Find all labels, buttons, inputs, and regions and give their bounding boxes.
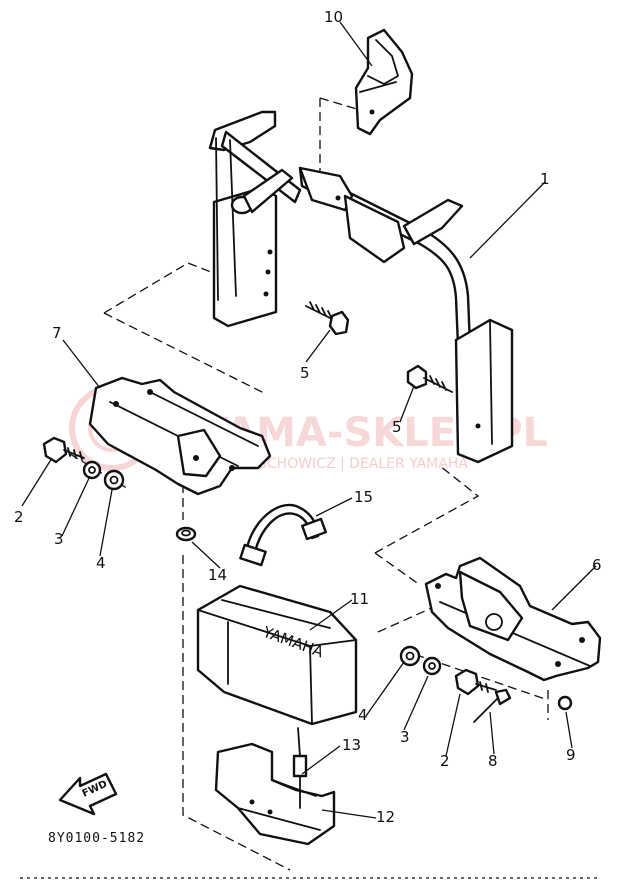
assembly-line-center-down — [182, 555, 291, 871]
callout-13: 13 — [342, 736, 361, 754]
assembly-line-bracket7-back — [103, 262, 263, 314]
fwd-arrow-icon: FWD — [58, 772, 118, 816]
part-2-bolt-left — [42, 436, 85, 464]
part-5-bolt-right — [406, 364, 453, 393]
watermark-sub-text: SCHOWICZ | DEALER YAMAHA — [258, 456, 468, 472]
part-2-bolt-right — [454, 668, 497, 696]
assembly-lines — [69, 97, 549, 871]
part-4-washer-left — [103, 469, 125, 491]
callout-14: 14 — [208, 566, 227, 584]
callout-3-right: 3 — [400, 728, 410, 746]
part-3-lockwasher-right — [422, 656, 442, 676]
callout-2-right: 2 — [440, 752, 450, 770]
callout-5-left: 5 — [300, 364, 310, 382]
callouts: 10 1 5 5 7 2 3 4 14 15 11 6 4 3 2 8 9 13… — [14, 8, 602, 826]
assembly-line-bracket7-front — [103, 312, 265, 394]
callout-15: 15 — [354, 488, 373, 506]
callout-5-right: 5 — [392, 418, 402, 436]
part-10-clip — [354, 28, 414, 136]
part-6-bracket — [424, 556, 602, 682]
callout-8: 8 — [488, 752, 498, 770]
leader-lines — [21, 21, 597, 819]
part-1-frame — [208, 110, 514, 464]
part-4-washer-right — [399, 645, 421, 667]
callout-11: 11 — [350, 590, 369, 608]
assembly-line-bracket6-mid — [374, 552, 421, 586]
callout-1: 1 — [540, 170, 550, 188]
part-8-pin — [473, 688, 512, 723]
callout-7: 7 — [52, 324, 62, 342]
part-9-nut — [557, 695, 573, 711]
callout-9: 9 — [566, 746, 576, 764]
part-11-box: YAMAHA — [196, 584, 358, 726]
callout-4-left: 4 — [96, 554, 106, 572]
part-13-stud — [292, 727, 308, 809]
callout-3-left: 3 — [54, 530, 64, 548]
callout-4-right: 4 — [358, 706, 368, 724]
part-12-tray — [214, 742, 336, 846]
callout-12: 12 — [376, 808, 395, 826]
part-14-grommet — [175, 526, 197, 542]
callout-6: 6 — [592, 556, 602, 574]
assembly-line-bracket6-back — [374, 465, 480, 554]
callout-10: 10 — [324, 8, 343, 26]
callout-2-left: 2 — [14, 508, 24, 526]
diagram-code: 8Y0100-5182 — [48, 831, 145, 846]
part-15-strap — [239, 503, 327, 567]
part-3-lockwasher-left — [82, 460, 102, 480]
part-5-bolt-left — [305, 301, 350, 336]
part-7-bracket — [88, 376, 272, 496]
assembly-line-part10-top — [319, 97, 361, 111]
